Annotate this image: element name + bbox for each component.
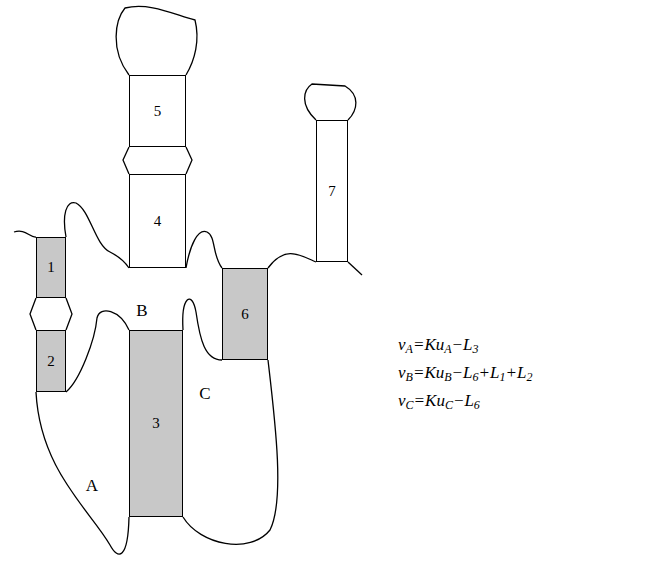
helix-box: 6 (222, 268, 268, 360)
region-label: B (136, 302, 147, 319)
helix-box: 1 (36, 237, 66, 298)
helix-box: 5 (129, 75, 186, 147)
helix-number: 6 (241, 307, 249, 322)
strand (36, 392, 129, 554)
helix-box: 4 (129, 174, 186, 268)
helix-number: 5 (154, 104, 162, 119)
helix-number: 7 (328, 184, 336, 199)
strand (64, 203, 129, 268)
helix-number: 3 (152, 416, 160, 431)
helix-box: 3 (129, 330, 183, 517)
strand (14, 231, 36, 237)
helix-number: 1 (47, 260, 55, 275)
helix-box: 7 (316, 120, 348, 262)
strand (66, 311, 129, 392)
region-label: A (86, 477, 98, 494)
equation: νC=KuC−L6 (398, 392, 480, 409)
bulge (123, 147, 192, 174)
bulge (30, 298, 72, 330)
equation: νA=KuA−L3 (398, 336, 479, 353)
hairpin-loop (305, 84, 356, 120)
helix-number: 2 (47, 354, 55, 369)
strand (348, 262, 362, 275)
strand (183, 299, 222, 360)
hairpin-loop (116, 6, 197, 75)
helix-box: 2 (36, 330, 66, 392)
strand (186, 231, 222, 268)
strand (183, 360, 278, 544)
strand (268, 254, 316, 268)
helix-number: 4 (154, 214, 162, 229)
equation: νB=KuB−L6+L1+L2 (398, 364, 532, 381)
region-label: C (199, 385, 210, 402)
